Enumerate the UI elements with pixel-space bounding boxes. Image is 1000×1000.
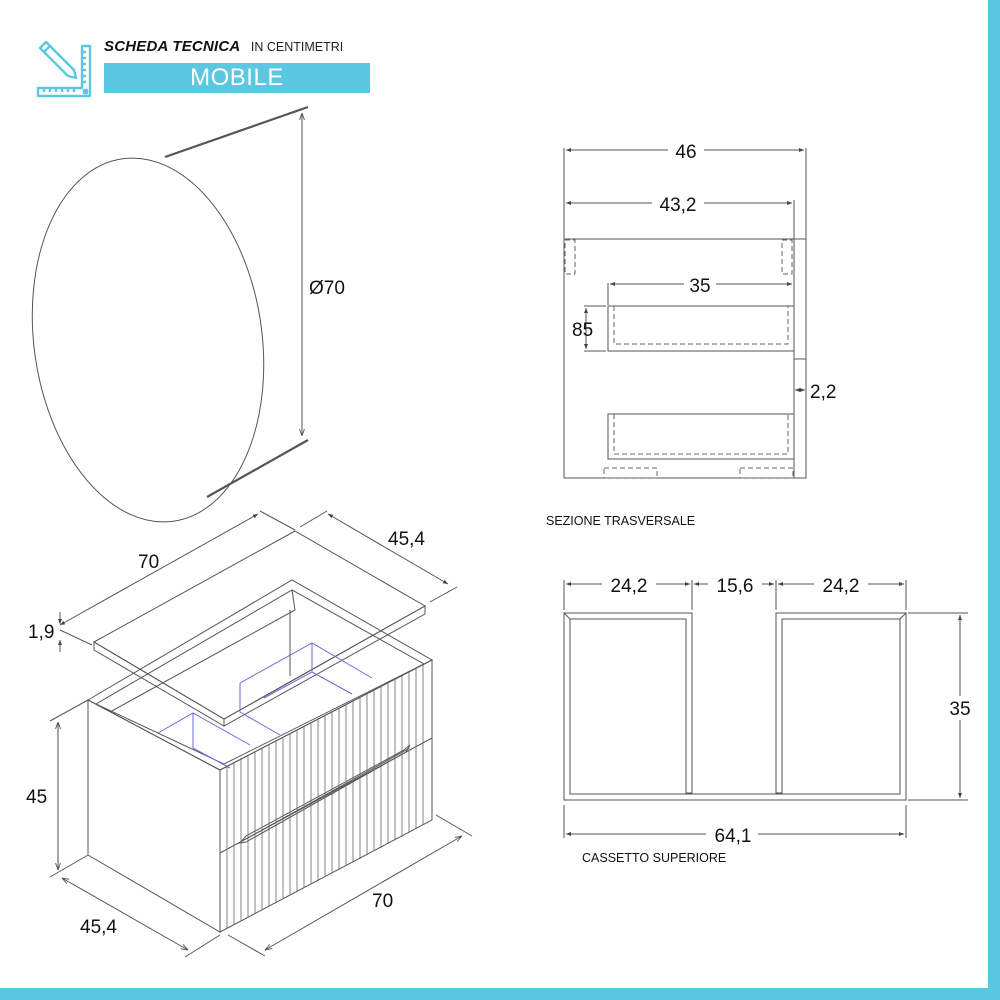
front-thickness-label: 2,2 xyxy=(810,382,836,403)
overall-depth-label: 46 xyxy=(675,142,696,163)
unit-note: IN CENTIMETRI xyxy=(250,40,344,54)
drawer-total-width-label: 64,1 xyxy=(715,826,752,847)
left-compartment-width-label: 24,2 xyxy=(611,576,648,597)
drawer-depth-label: 35 xyxy=(689,276,710,297)
pencil-ruler-icon xyxy=(36,40,92,98)
mirror-diameter-label: Ø70 xyxy=(309,278,345,299)
gap-width-label: 15,6 xyxy=(717,576,754,597)
fluted-front-ribs xyxy=(226,665,424,928)
mirror-drawing: Ø70 xyxy=(31,105,345,523)
cabinet-isometric: 70 45,4 1,9 45 45,4 70 xyxy=(26,510,473,958)
top-depth-label: 45,4 xyxy=(388,529,425,550)
mirror-outline xyxy=(31,157,265,523)
top-thickness-label: 1,9 xyxy=(28,622,54,643)
right-compartment-width-label: 24,2 xyxy=(823,576,860,597)
top-drawer-drawing: 24,2 15,6 24,2 35 64,1 CASSETTO SUPERIOR… xyxy=(562,572,976,865)
cross-section-drawing: 46 43,2 35 85 2,2 SEZIONE TRASVERSALE xyxy=(546,138,836,528)
accent-frame-right xyxy=(988,0,1000,1000)
cross-section-caption: SEZIONE TRASVERSALE xyxy=(546,514,695,528)
product-banner: MOBILE xyxy=(104,63,370,93)
drawer-height-label: 85 xyxy=(572,320,593,341)
top-drawer-caption: CASSETTO SUPERIORE xyxy=(582,851,726,865)
spec-header: SCHEDA TECNICA IN CENTIMETRI MOBILE xyxy=(36,36,376,100)
inner-depth-label: 43,2 xyxy=(660,195,697,216)
top-width-label: 70 xyxy=(138,552,159,573)
spec-title: SCHEDA TECNICA xyxy=(104,38,241,55)
accent-frame-bottom xyxy=(0,988,1000,1000)
base-depth-label: 45,4 xyxy=(80,917,117,938)
title-row: SCHEDA TECNICA IN CENTIMETRI xyxy=(104,38,343,56)
drawer-plan-height-label: 35 xyxy=(949,699,970,720)
base-width-label: 70 xyxy=(372,891,393,912)
height-label: 45 xyxy=(26,787,47,808)
